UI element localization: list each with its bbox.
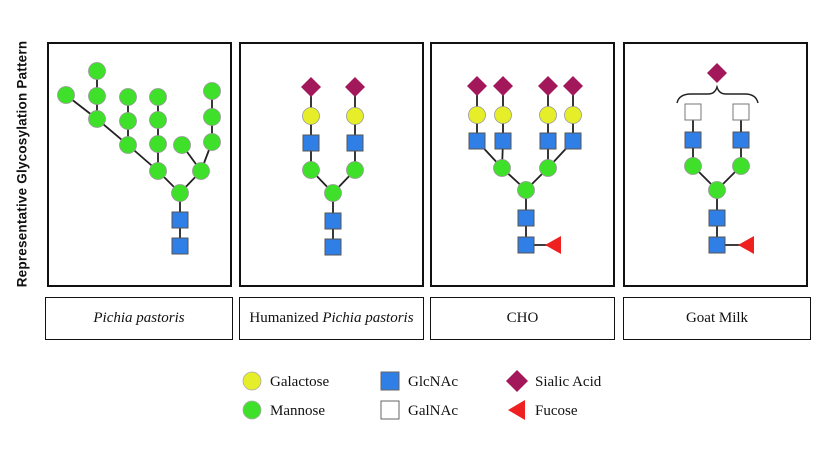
legend-glcnac-icon [380,371,400,391]
legend-fucose-icon [508,400,525,420]
mannose-residue [149,111,167,129]
glcnac-residue [564,132,582,150]
mannose-residue [88,87,106,105]
mannose-residue [203,108,221,126]
mannose-residue [88,110,106,128]
label-humanized-pichia: Humanized Pichia pastoris [239,297,424,340]
legend-galnac-icon [380,400,400,420]
sialic-acid-residue [563,76,583,96]
label-cho: CHO [430,297,615,340]
mannose-residue [192,162,210,180]
galactose-residue [564,106,582,124]
glcnac-residue [708,209,726,227]
glcnac-residue [468,132,486,150]
glcnac-residue [324,212,342,230]
legend-sialic-acid-icon [506,370,528,392]
curly-brace [676,84,759,104]
sialic-acid-residue [467,76,487,96]
glcnac-residue [732,131,750,149]
legend-galactose-label: Galactose [270,374,329,390]
glcnac-residue [324,238,342,256]
label-humanized-text: Humanized [249,310,319,326]
glcnac-residue [494,132,512,150]
mannose-residue [119,112,137,130]
label-goat-text: Goat Milk [685,310,749,326]
label-humanized-italic: Pichia pastoris [322,310,414,326]
mannose-residue [173,136,191,154]
mannose-residue [732,157,750,175]
glcnac-residue [171,237,189,255]
mannose-residue [203,133,221,151]
galactose-residue [468,106,486,124]
legend-glcnac-label: GlcNAc [408,374,458,390]
legend-mannose-icon [242,400,262,420]
legend-galactose-icon [242,371,262,391]
glcnac-residue [171,211,189,229]
mannose-residue [708,181,726,199]
mannose-residue [119,136,137,154]
mannose-residue [119,88,137,106]
mannose-residue [517,181,535,199]
mannose-residue [57,86,75,104]
mannose-residue [346,161,364,179]
mannose-residue [88,62,106,80]
mannose-residue [171,184,189,202]
mannose-residue [149,162,167,180]
mannose-residue [149,88,167,106]
sialic-acid-residue [707,63,727,83]
sialic-acid-residue [345,77,365,97]
glycan-residues [57,62,759,256]
glycan-bonds [65,71,742,247]
label-pichia-italic: Pichia pastoris [93,310,185,326]
sialic-acid-residue [538,76,558,96]
panel-goat-milk [623,42,808,287]
legend-sialic-acid-label: Sialic Acid [535,374,602,390]
galactose-residue [346,107,364,125]
fucose-residue [545,236,561,254]
mannose-residue [302,161,320,179]
label-pichia: Pichia pastoris [45,297,233,340]
legend-galnac-label: GalNAc [408,403,458,419]
mannose-residue [493,159,511,177]
panel-pichia [47,42,232,287]
panel-humanized-pichia [239,42,424,287]
galactose-residue [494,106,512,124]
legend-fucose-label: Fucose [535,403,578,419]
fucose-residue [738,236,754,254]
sialic-acid-residue [493,76,513,96]
mannose-residue [203,82,221,100]
glcnac-residue [517,236,535,254]
galactose-residue [302,107,320,125]
glcnac-residue [346,134,364,152]
glcnac-residue [302,134,320,152]
galnac-residue [684,103,702,121]
mannose-residue [324,184,342,202]
galactose-residue [539,106,557,124]
mannose-residue [684,157,702,175]
sialic-acid-residue [301,77,321,97]
panel-cho [430,42,615,287]
legend-mannose-label: Mannose [270,403,325,419]
label-cho-text: CHO [506,310,539,326]
glcnac-residue [684,131,702,149]
mannose-residue [149,135,167,153]
galnac-residue [732,103,750,121]
glcnac-residue [539,132,557,150]
mannose-residue [539,159,557,177]
glcnac-residue [517,209,535,227]
glcnac-residue [708,236,726,254]
label-goat-milk: Goat Milk [623,297,811,340]
